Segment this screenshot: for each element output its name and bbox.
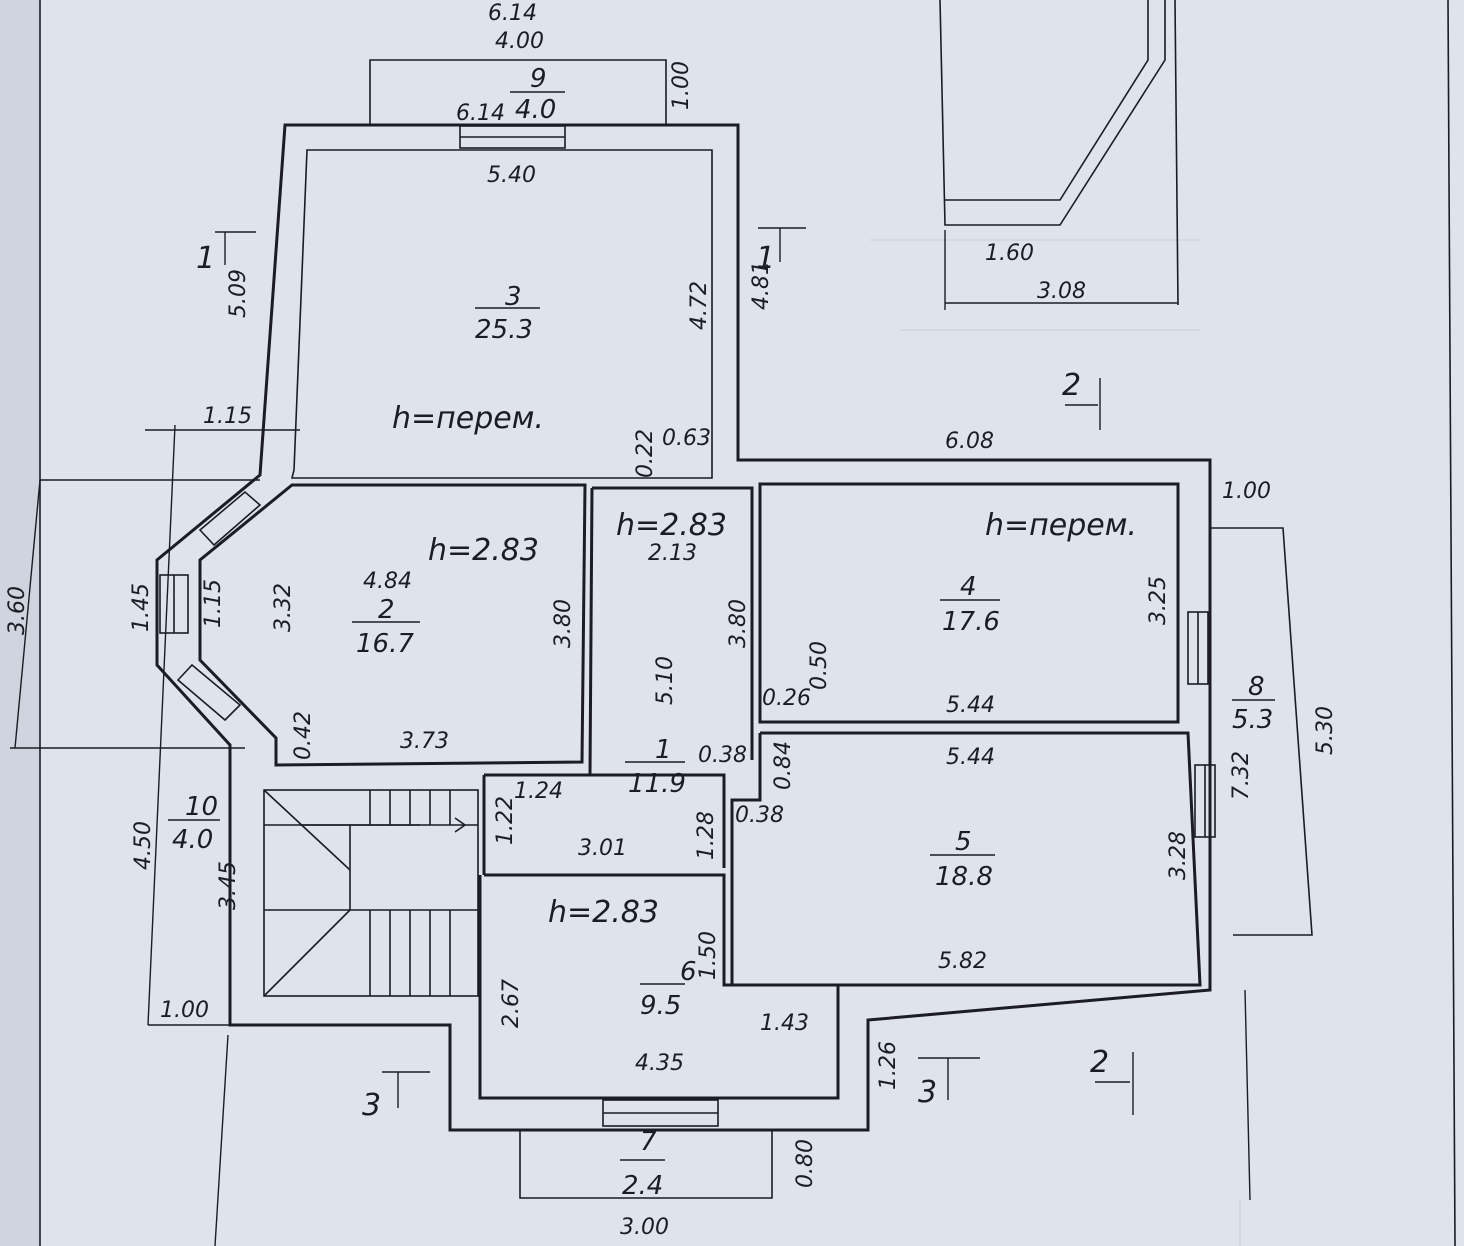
dimension-label: 1.26 xyxy=(876,1041,901,1090)
dimension-label: 1.45 xyxy=(129,583,154,632)
room-area: 4.0 xyxy=(515,95,556,125)
dimension-label: 4.84 xyxy=(363,569,412,594)
room-area: 18.8 xyxy=(935,862,993,892)
labels: 1 11.9 2 16.7 3 25.3 4 17.6 5 18.8 6 9.5… xyxy=(5,1,1338,1240)
dimension-lines xyxy=(10,424,1251,1246)
dimension-label: 0.63 xyxy=(662,426,711,451)
dimension-label: 4.81 xyxy=(749,261,774,310)
room-number: 9 xyxy=(530,64,547,94)
dimension-label: 1.15 xyxy=(203,404,252,429)
room-area: 4.0 xyxy=(172,825,213,855)
room-area: 11.9 xyxy=(628,769,686,799)
dimension-label: 1.00 xyxy=(669,61,694,110)
dimension-label: 1.60 xyxy=(985,241,1034,266)
room-number: 5 xyxy=(955,827,972,857)
dimension-label: 3.60 xyxy=(5,586,30,635)
room-area: 17.6 xyxy=(942,607,1000,637)
dimension-label: 3.32 xyxy=(271,583,296,632)
interior-walls xyxy=(198,482,1202,1100)
room-number: 10 xyxy=(185,792,218,822)
staircase xyxy=(263,789,479,997)
dimension-label: 0.80 xyxy=(793,1139,818,1188)
section-number: 2 xyxy=(1090,1045,1109,1080)
dimension-label: 3.73 xyxy=(400,729,449,754)
dimension-label: 6.14 xyxy=(456,101,505,126)
dimension-label: 3.45 xyxy=(216,861,241,910)
room-number: 1 xyxy=(655,735,672,765)
dimension-label: 5.82 xyxy=(938,949,987,974)
dimension-label: 0.38 xyxy=(698,743,747,768)
room-number: 3 xyxy=(505,282,522,312)
dimension-label: 6.08 xyxy=(945,429,994,454)
room-area: 9.5 xyxy=(640,991,681,1021)
room-number: 8 xyxy=(1248,672,1265,702)
porches xyxy=(369,59,1313,1199)
dimension-label: 1.00 xyxy=(160,998,209,1023)
dimension-label: 5.40 xyxy=(487,163,536,188)
dimension-label: 4.72 xyxy=(687,281,712,330)
dimension-label: 1.28 xyxy=(694,811,719,860)
dimension-label: 1.15 xyxy=(201,579,226,628)
dimension-label: 5.30 xyxy=(1313,706,1338,755)
section-fragment xyxy=(939,0,1179,310)
windows xyxy=(159,125,1216,1127)
dimension-label: 4.35 xyxy=(635,1051,684,1076)
height-label: h=2.83 xyxy=(616,508,727,543)
dimension-label: 5.44 xyxy=(946,693,995,718)
dimension-label: 3.25 xyxy=(1146,576,1171,625)
dimension-label: 1.24 xyxy=(514,779,563,804)
dimension-label: 7.32 xyxy=(1229,751,1254,800)
dimension-label: 3.80 xyxy=(726,599,751,648)
dimension-label: 5.10 xyxy=(653,656,678,705)
dimension-label: 5.09 xyxy=(226,269,251,318)
dimension-label: 1.43 xyxy=(760,1011,809,1036)
dimension-label: 4.50 xyxy=(131,821,156,870)
height-label: h=2.83 xyxy=(428,533,539,568)
dimension-label: 1.50 xyxy=(696,931,721,980)
dimension-label: 1.00 xyxy=(1222,479,1271,504)
dimension-label: 3.80 xyxy=(551,599,576,648)
section-number: 1 xyxy=(756,241,775,276)
dimension-label: 4.00 xyxy=(495,29,544,54)
dimension-label: 3.28 xyxy=(1166,831,1191,880)
section-number: 3 xyxy=(362,1088,381,1123)
room-area: 25.3 xyxy=(475,315,533,345)
dimension-label: 0.42 xyxy=(291,711,316,760)
dimension-label: 2.13 xyxy=(648,541,697,566)
dimension-label: 0.84 xyxy=(771,741,796,790)
dimension-label: 0.50 xyxy=(807,641,832,690)
room-number: 4 xyxy=(960,572,977,602)
dimension-label: 3.00 xyxy=(620,1215,669,1240)
dimension-label: 2.67 xyxy=(499,979,524,1028)
room-number: 7 xyxy=(640,1127,657,1157)
dimension-label: 0.26 xyxy=(762,686,811,711)
dimension-label: 1.22 xyxy=(493,796,518,845)
dimension-label: 3.01 xyxy=(578,836,627,861)
dimension-label: 3.08 xyxy=(1037,279,1086,304)
dimension-label: 0.22 xyxy=(633,429,658,478)
room-area: 16.7 xyxy=(356,629,414,659)
room-area: 5.3 xyxy=(1232,705,1273,735)
section-number: 1 xyxy=(196,241,215,276)
room-area: 2.4 xyxy=(622,1171,663,1201)
section-markers xyxy=(215,227,1134,1115)
room-number: 6 xyxy=(680,957,697,987)
height-label: h=перем. xyxy=(392,401,544,436)
section-number: 2 xyxy=(1062,368,1081,403)
dimension-label: 5.44 xyxy=(946,745,995,770)
height-label: h=перем. xyxy=(985,508,1137,543)
dimension-label: 6.14 xyxy=(488,1,537,26)
dimension-label: 0.38 xyxy=(735,803,784,828)
section-number: 3 xyxy=(918,1075,937,1110)
room-number: 2 xyxy=(378,595,395,625)
height-label: h=2.83 xyxy=(548,895,659,930)
